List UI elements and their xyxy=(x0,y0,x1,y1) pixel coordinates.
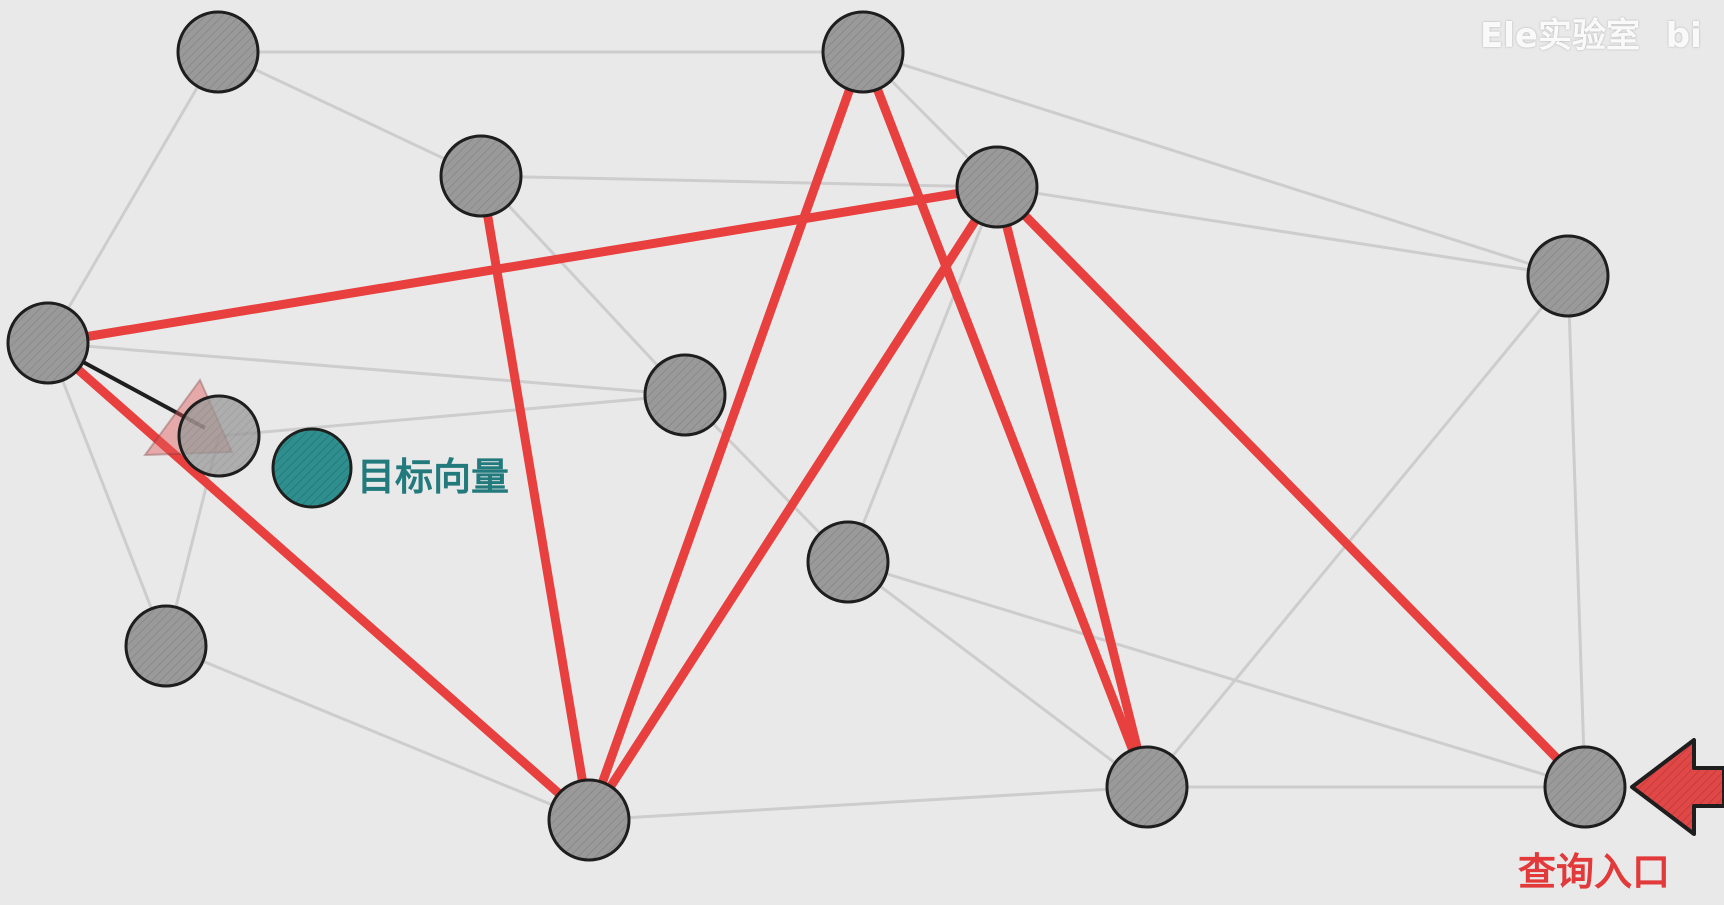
graph-node xyxy=(547,778,631,862)
faint-edge xyxy=(996,185,1569,278)
faint-edge xyxy=(847,560,1586,789)
faint-edge xyxy=(217,50,482,178)
faint-edge xyxy=(47,341,686,397)
watermark: Ele实验室 bi xyxy=(1480,8,1702,57)
graph-node xyxy=(1526,234,1610,318)
graph-node xyxy=(176,10,260,94)
faint-edge xyxy=(846,186,999,563)
faint-edge xyxy=(847,560,1148,789)
entry-arrow-icon xyxy=(1630,738,1724,836)
faint-edges xyxy=(46,50,1587,822)
graph-node nearest-node xyxy=(177,394,261,478)
faint-edge xyxy=(862,50,1569,278)
graph-node xyxy=(643,353,727,437)
faint-edge xyxy=(46,51,220,344)
search-edge xyxy=(584,47,868,825)
search-edge xyxy=(858,47,1152,792)
target-vector-node xyxy=(271,427,353,509)
faint-edge xyxy=(588,785,1148,822)
faint-edge xyxy=(1145,275,1570,788)
graph-node xyxy=(1105,745,1189,829)
faint-edge xyxy=(1566,275,1587,788)
graph-node entry-node xyxy=(1543,745,1627,829)
graph-node xyxy=(124,604,208,688)
faint-edge xyxy=(479,174,687,397)
search-edge xyxy=(584,182,1002,825)
query-entry-label: 查询入口 xyxy=(1518,850,1671,894)
search-path-edges xyxy=(43,47,1590,825)
search-edge xyxy=(476,171,594,825)
watermark-text: Ele实验室 xyxy=(1480,16,1640,56)
search-edge xyxy=(43,338,594,825)
graph-node xyxy=(955,145,1039,229)
search-edge xyxy=(43,182,1002,348)
faint-edge xyxy=(480,174,998,189)
graph-node xyxy=(806,520,890,604)
faint-edge xyxy=(165,644,590,822)
graph-nodes xyxy=(6,10,1627,862)
graph-node xyxy=(6,301,90,385)
graph-node xyxy=(821,10,905,94)
faint-edge xyxy=(218,393,686,438)
faint-edge xyxy=(46,342,168,647)
graph-node xyxy=(439,134,523,218)
search-edge xyxy=(992,182,1152,792)
bilibili-logo-icon: bi xyxy=(1665,16,1702,56)
search-edge xyxy=(992,182,1590,792)
target-vector-label: 目标向量 xyxy=(357,455,510,499)
